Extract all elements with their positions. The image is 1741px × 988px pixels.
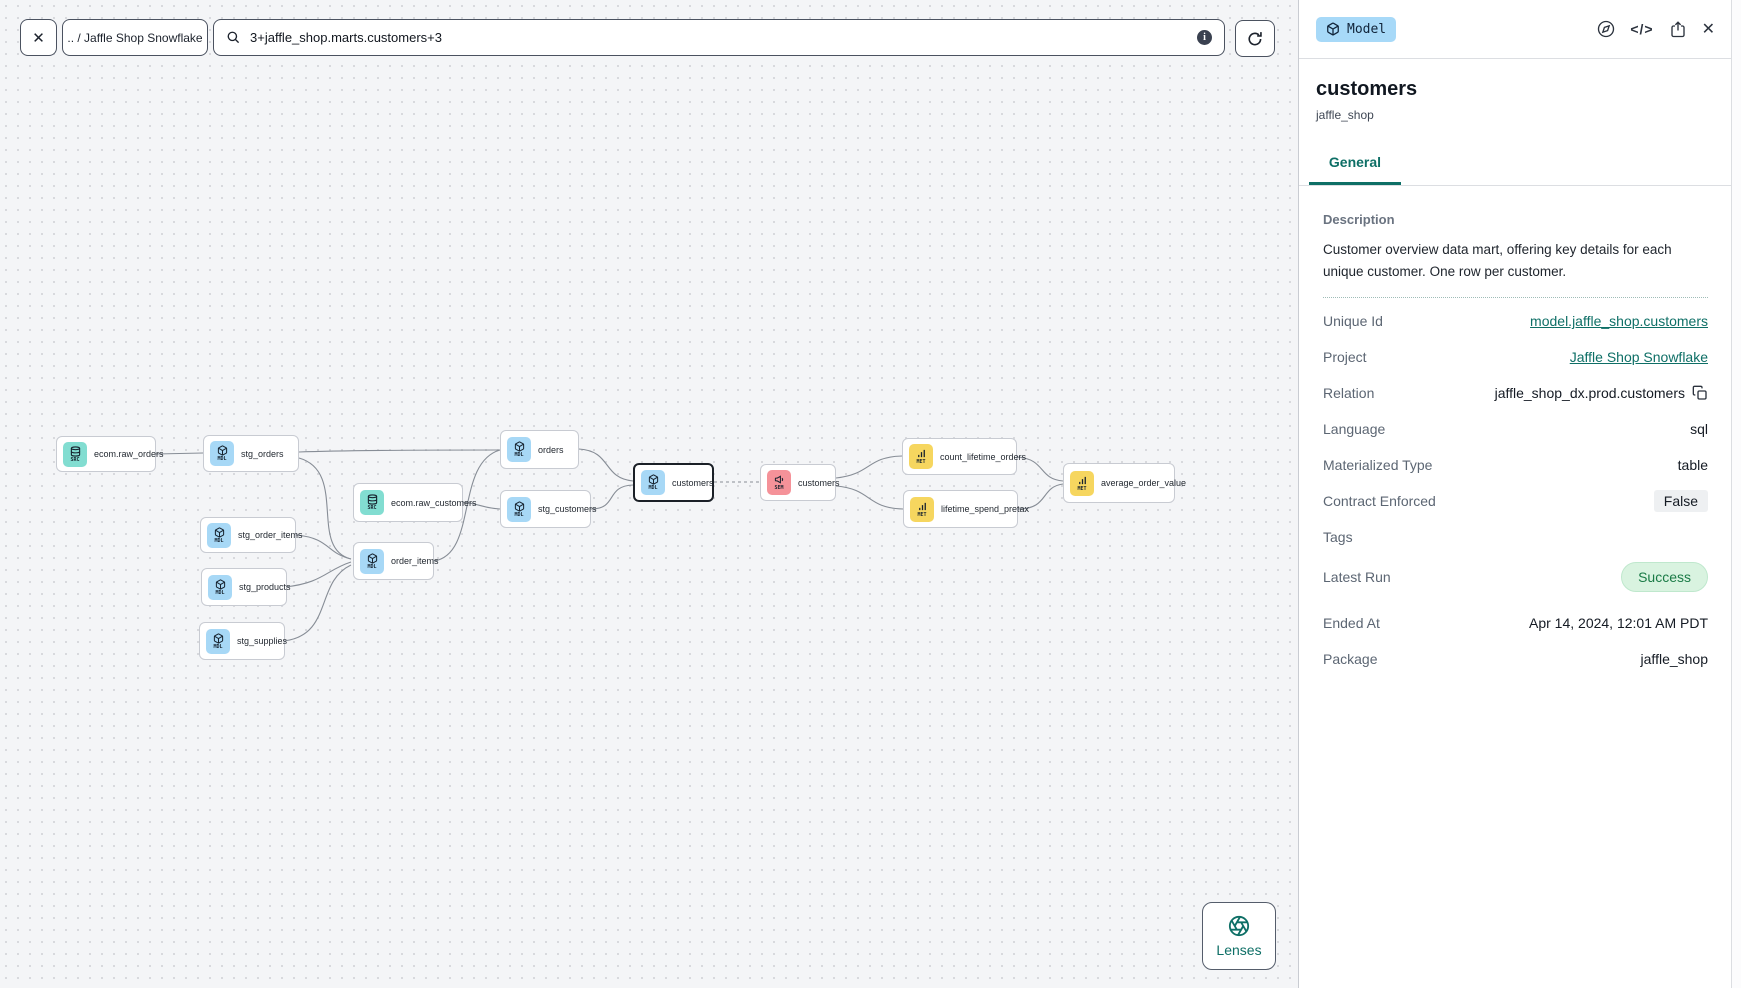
model-type-badge: Model	[1316, 16, 1397, 42]
metric-icon: MET	[1070, 470, 1094, 496]
dotted-divider	[1323, 297, 1708, 299]
cube-icon	[1326, 22, 1340, 36]
lenses-button[interactable]: Lenses	[1202, 902, 1276, 970]
language-value: sql	[1690, 421, 1708, 438]
contract-enforced-chip: False	[1653, 490, 1708, 513]
status-badge: Success	[1621, 562, 1708, 593]
node-customers-semantic[interactable]: SEM customers	[760, 464, 840, 501]
aperture-icon	[1228, 915, 1250, 937]
field-relation: Relation jaffle_shop_dx.prod.customers	[1323, 375, 1708, 411]
model-icon: MDL	[207, 522, 231, 548]
project-link[interactable]: Jaffle Shop Snowflake	[1569, 349, 1708, 366]
node-stg-order-items[interactable]: MDL stg_order_items	[200, 517, 303, 553]
code-icon[interactable]: </>	[1630, 21, 1654, 37]
node-stg-orders[interactable]: MDL stg_orders	[203, 435, 299, 472]
model-icon: MDL	[507, 496, 531, 522]
search-input[interactable]	[250, 30, 1188, 45]
model-icon: MDL	[507, 437, 531, 462]
materialized-type-value: table	[1677, 457, 1708, 474]
copy-icon[interactable]	[1692, 385, 1708, 401]
field-materialized-type: Materialized Type table	[1323, 457, 1708, 474]
node-count-lifetime-orders[interactable]: MET count_lifetime_orders	[902, 438, 1026, 475]
description-label: Description	[1323, 212, 1395, 227]
close-lineage-button[interactable]: ✕	[20, 19, 57, 56]
node-orders[interactable]: MDL orders	[500, 430, 579, 469]
share-icon[interactable]	[1669, 20, 1687, 38]
refresh-button[interactable]	[1235, 20, 1275, 57]
lineage-edges	[155, 448, 1064, 642]
field-tags: Tags	[1323, 529, 1353, 546]
lineage-canvas[interactable]: SRC ecom.raw_orders MDL stg_orders SRC e…	[0, 0, 1298, 988]
panel-header: Model </> ✕	[1299, 0, 1731, 59]
close-icon: ✕	[32, 29, 45, 47]
description-text: Customer overview data mart, offering ke…	[1323, 242, 1672, 279]
field-project: Project Jaffle Shop Snowflake	[1323, 349, 1708, 366]
search-icon	[226, 30, 241, 45]
node-lifetime-spend-pretax[interactable]: MET lifetime_spend_pretax	[903, 490, 1029, 528]
node-order-items[interactable]: MDL order_items	[353, 542, 439, 580]
panel-subtitle: jaffle_shop	[1316, 108, 1374, 122]
source-icon: SRC	[63, 441, 87, 467]
tab-general[interactable]: General	[1309, 154, 1401, 185]
model-icon: MDL	[206, 628, 230, 654]
panel-title: customers	[1316, 78, 1418, 100]
explore-compass-icon[interactable]	[1597, 20, 1615, 38]
node-ecom-raw-orders[interactable]: SRC ecom.raw_orders	[56, 436, 164, 472]
info-icon[interactable]: i	[1197, 30, 1212, 45]
metric-icon: MET	[909, 444, 933, 469]
model-icon: MDL	[210, 441, 234, 466]
breadcrumb[interactable]: .. / Jaffle Shop Snowflake	[62, 19, 208, 56]
unique-id-link[interactable]: model.jaffle_shop.customers	[1530, 313, 1708, 330]
close-panel-icon[interactable]: ✕	[1701, 21, 1715, 38]
node-ecom-raw-customers[interactable]: SRC ecom.raw_customers	[353, 483, 477, 522]
relation-value: jaffle_shop_dx.prod.customers	[1494, 385, 1685, 402]
field-contract-enforced: Contract Enforced False	[1323, 483, 1708, 519]
refresh-icon	[1246, 30, 1264, 48]
node-average-order-value[interactable]: MET average_order_value	[1063, 463, 1186, 503]
node-stg-supplies[interactable]: MDL stg_supplies	[199, 622, 287, 660]
package-value: jaffle_shop	[1640, 651, 1708, 668]
semantic-model-icon: SEM	[767, 470, 791, 495]
node-customers-selected[interactable]: MDL customers	[633, 463, 714, 502]
field-latest-run: Latest Run Success	[1323, 555, 1708, 599]
source-icon: SRC	[360, 490, 384, 515]
ended-at-value: Apr 14, 2024, 12:01 AM PDT	[1529, 615, 1708, 632]
panel-scrollbar[interactable]	[1731, 0, 1741, 988]
field-package: Package jaffle_shop	[1323, 651, 1708, 668]
field-ended-at: Ended At Apr 14, 2024, 12:01 AM PDT	[1323, 615, 1708, 632]
field-unique-id: Unique Id model.jaffle_shop.customers	[1323, 313, 1708, 330]
node-stg-customers[interactable]: MDL stg_customers	[500, 490, 597, 528]
field-language: Language sql	[1323, 421, 1708, 438]
lineage-search-bar[interactable]: i	[213, 19, 1225, 56]
node-stg-products[interactable]: MDL stg_products	[201, 568, 291, 606]
model-icon: MDL	[360, 548, 384, 574]
panel-tabs: General	[1299, 154, 1731, 186]
model-icon: MDL	[641, 470, 665, 495]
metric-icon: MET	[910, 496, 934, 522]
model-icon: MDL	[208, 574, 232, 600]
details-panel: Model </> ✕ customers jaffle_shop Genera…	[1298, 0, 1741, 988]
